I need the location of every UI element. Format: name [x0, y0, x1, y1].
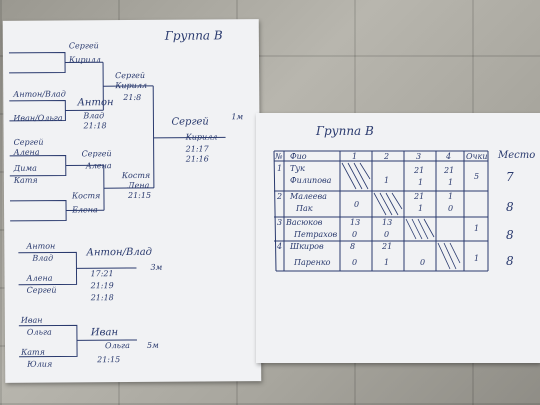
- row3-s1b: 0: [352, 230, 358, 239]
- row4-points: 1: [474, 254, 480, 263]
- fifth-winner-ivan: Иван: [90, 327, 119, 339]
- row1-no: 1: [277, 164, 283, 173]
- row4-name-a: Шкиров: [290, 242, 324, 251]
- row4-s3: 0: [420, 258, 426, 267]
- fifth-katya: Катя: [21, 347, 45, 357]
- bracket-sheet: Группа В Сергей Кирилл Антон/Влад Иван/О…: [2, 19, 262, 383]
- fifth-winner-olga: Ольга: [104, 341, 130, 351]
- third-anton: Антон: [26, 241, 56, 251]
- hatch-cell-1: [341, 162, 371, 190]
- r2-lena: Лена: [127, 180, 150, 191]
- row4-name-b: Паренко: [294, 258, 331, 267]
- r2-score-2: 21:18: [83, 121, 107, 131]
- header-col-4: 4: [446, 152, 452, 161]
- r1-kostya: Костя: [71, 191, 101, 201]
- final-place: 1м: [231, 112, 244, 122]
- row2-name-a: Малеева: [290, 192, 327, 201]
- third-alena: Алена: [26, 273, 53, 283]
- row2-place: 8: [506, 200, 514, 214]
- r2-anton: Антон: [77, 97, 114, 109]
- row4-place: 8: [506, 254, 514, 268]
- r2-vlad: Влад: [83, 111, 105, 121]
- r2-sergey-b: Сергей: [81, 149, 112, 159]
- r1-sergey: Сергей: [68, 41, 99, 51]
- hatch-cell-4: [437, 242, 461, 270]
- r1-alena: Алена: [13, 147, 40, 157]
- third-score-2: 21:19: [90, 281, 114, 291]
- row3-no: 3: [277, 218, 283, 227]
- row2-no: 2: [277, 192, 283, 201]
- r1-kirill: Кирилл: [68, 55, 101, 65]
- right-sheet-title: Группа В: [316, 124, 374, 138]
- hatch-cell-3: [405, 218, 435, 240]
- r1-ivan-olya: Иван/Ольга: [13, 113, 63, 123]
- row2-s3b: 1: [418, 204, 424, 213]
- row1-place: 7: [506, 170, 514, 184]
- r1-sergey2: Сергей: [13, 137, 44, 147]
- row2-s1: 0: [354, 200, 360, 209]
- bracket-lines: [8, 51, 226, 358]
- row1-s2: 1: [384, 176, 390, 185]
- group-table-grid: [273, 150, 489, 272]
- row1-name-a: Тук: [290, 164, 305, 173]
- fifth-yulia: Юлия: [27, 359, 53, 369]
- hatch-cell-2: [373, 192, 403, 216]
- r2-score-1: 21:8: [123, 92, 142, 103]
- third-vlad: Влад: [32, 253, 54, 263]
- row1-s3a: 21: [414, 166, 425, 175]
- row4-s1b: 0: [352, 258, 358, 267]
- row2-s3a: 21: [414, 192, 425, 201]
- final-score-2: 21:16: [185, 154, 209, 164]
- r2-alena-b: Алена: [85, 161, 112, 171]
- r1-katya: Катя: [13, 175, 38, 185]
- row1-name-b: Филипова: [290, 176, 332, 185]
- left-sheet-title: Группа В: [164, 28, 223, 43]
- row1-s4a: 21: [444, 166, 455, 175]
- header-col-3: 3: [416, 152, 422, 161]
- r2-kirill: Кирилл: [115, 80, 148, 91]
- header-points: Очки: [466, 152, 488, 161]
- row3-name-b: Петрахов: [294, 230, 338, 239]
- header-col-2: 2: [384, 152, 390, 161]
- row2-s4a: 1: [448, 192, 454, 201]
- row3-place: 8: [506, 228, 514, 242]
- row4-no: 4: [277, 242, 283, 251]
- fifth-olga: Ольга: [26, 327, 52, 337]
- group-table-sheet: Группа В № Фио 1 2 3 4 Очки Место 1 Тук …: [256, 113, 540, 363]
- fifth-place: 5м: [146, 340, 159, 350]
- final-kirill: Кирилл: [185, 132, 218, 142]
- row3-s2a: 13: [382, 218, 393, 227]
- r2-kostya: Костя: [121, 170, 151, 181]
- fifth-score: 21:15: [97, 355, 121, 365]
- row3-s2b: 0: [384, 230, 390, 239]
- row4-s1a: 8: [350, 242, 356, 251]
- third-score-1: 17:21: [90, 269, 114, 279]
- header-no: №: [275, 152, 283, 161]
- row3-points: 1: [474, 224, 480, 233]
- r1-dima: Дима: [13, 163, 37, 173]
- r2-sergey: Сергей: [115, 70, 146, 81]
- r1-anton-vlad: Антон/Влад: [13, 89, 66, 99]
- header-col-1: 1: [352, 152, 358, 161]
- row1-s4b: 1: [448, 178, 454, 187]
- r1-elena: Елена: [72, 205, 98, 215]
- row1-points: 5: [474, 172, 480, 181]
- row3-s1a: 13: [350, 218, 361, 227]
- row3-name-a: Васюков: [286, 218, 323, 227]
- third-score-3: 21:18: [90, 293, 114, 303]
- fifth-ivan: Иван: [20, 315, 43, 325]
- third-place: 3м: [150, 262, 163, 272]
- row4-s2a: 21: [382, 242, 393, 251]
- header-name: Фио: [290, 152, 307, 161]
- third-winner: Антон/Влад: [86, 246, 153, 259]
- row1-s3b: 1: [418, 178, 424, 187]
- header-place: Место: [498, 150, 536, 161]
- row2-s4b: 0: [448, 204, 454, 213]
- final-score-1: 21:17: [185, 144, 209, 154]
- row4-s2b: 1: [384, 258, 390, 267]
- third-sergey: Сергей: [26, 285, 57, 295]
- row2-name-b: Пак: [296, 204, 313, 213]
- final-sergey: Сергей: [171, 116, 209, 128]
- r2-score-3: 21:15: [127, 190, 152, 201]
